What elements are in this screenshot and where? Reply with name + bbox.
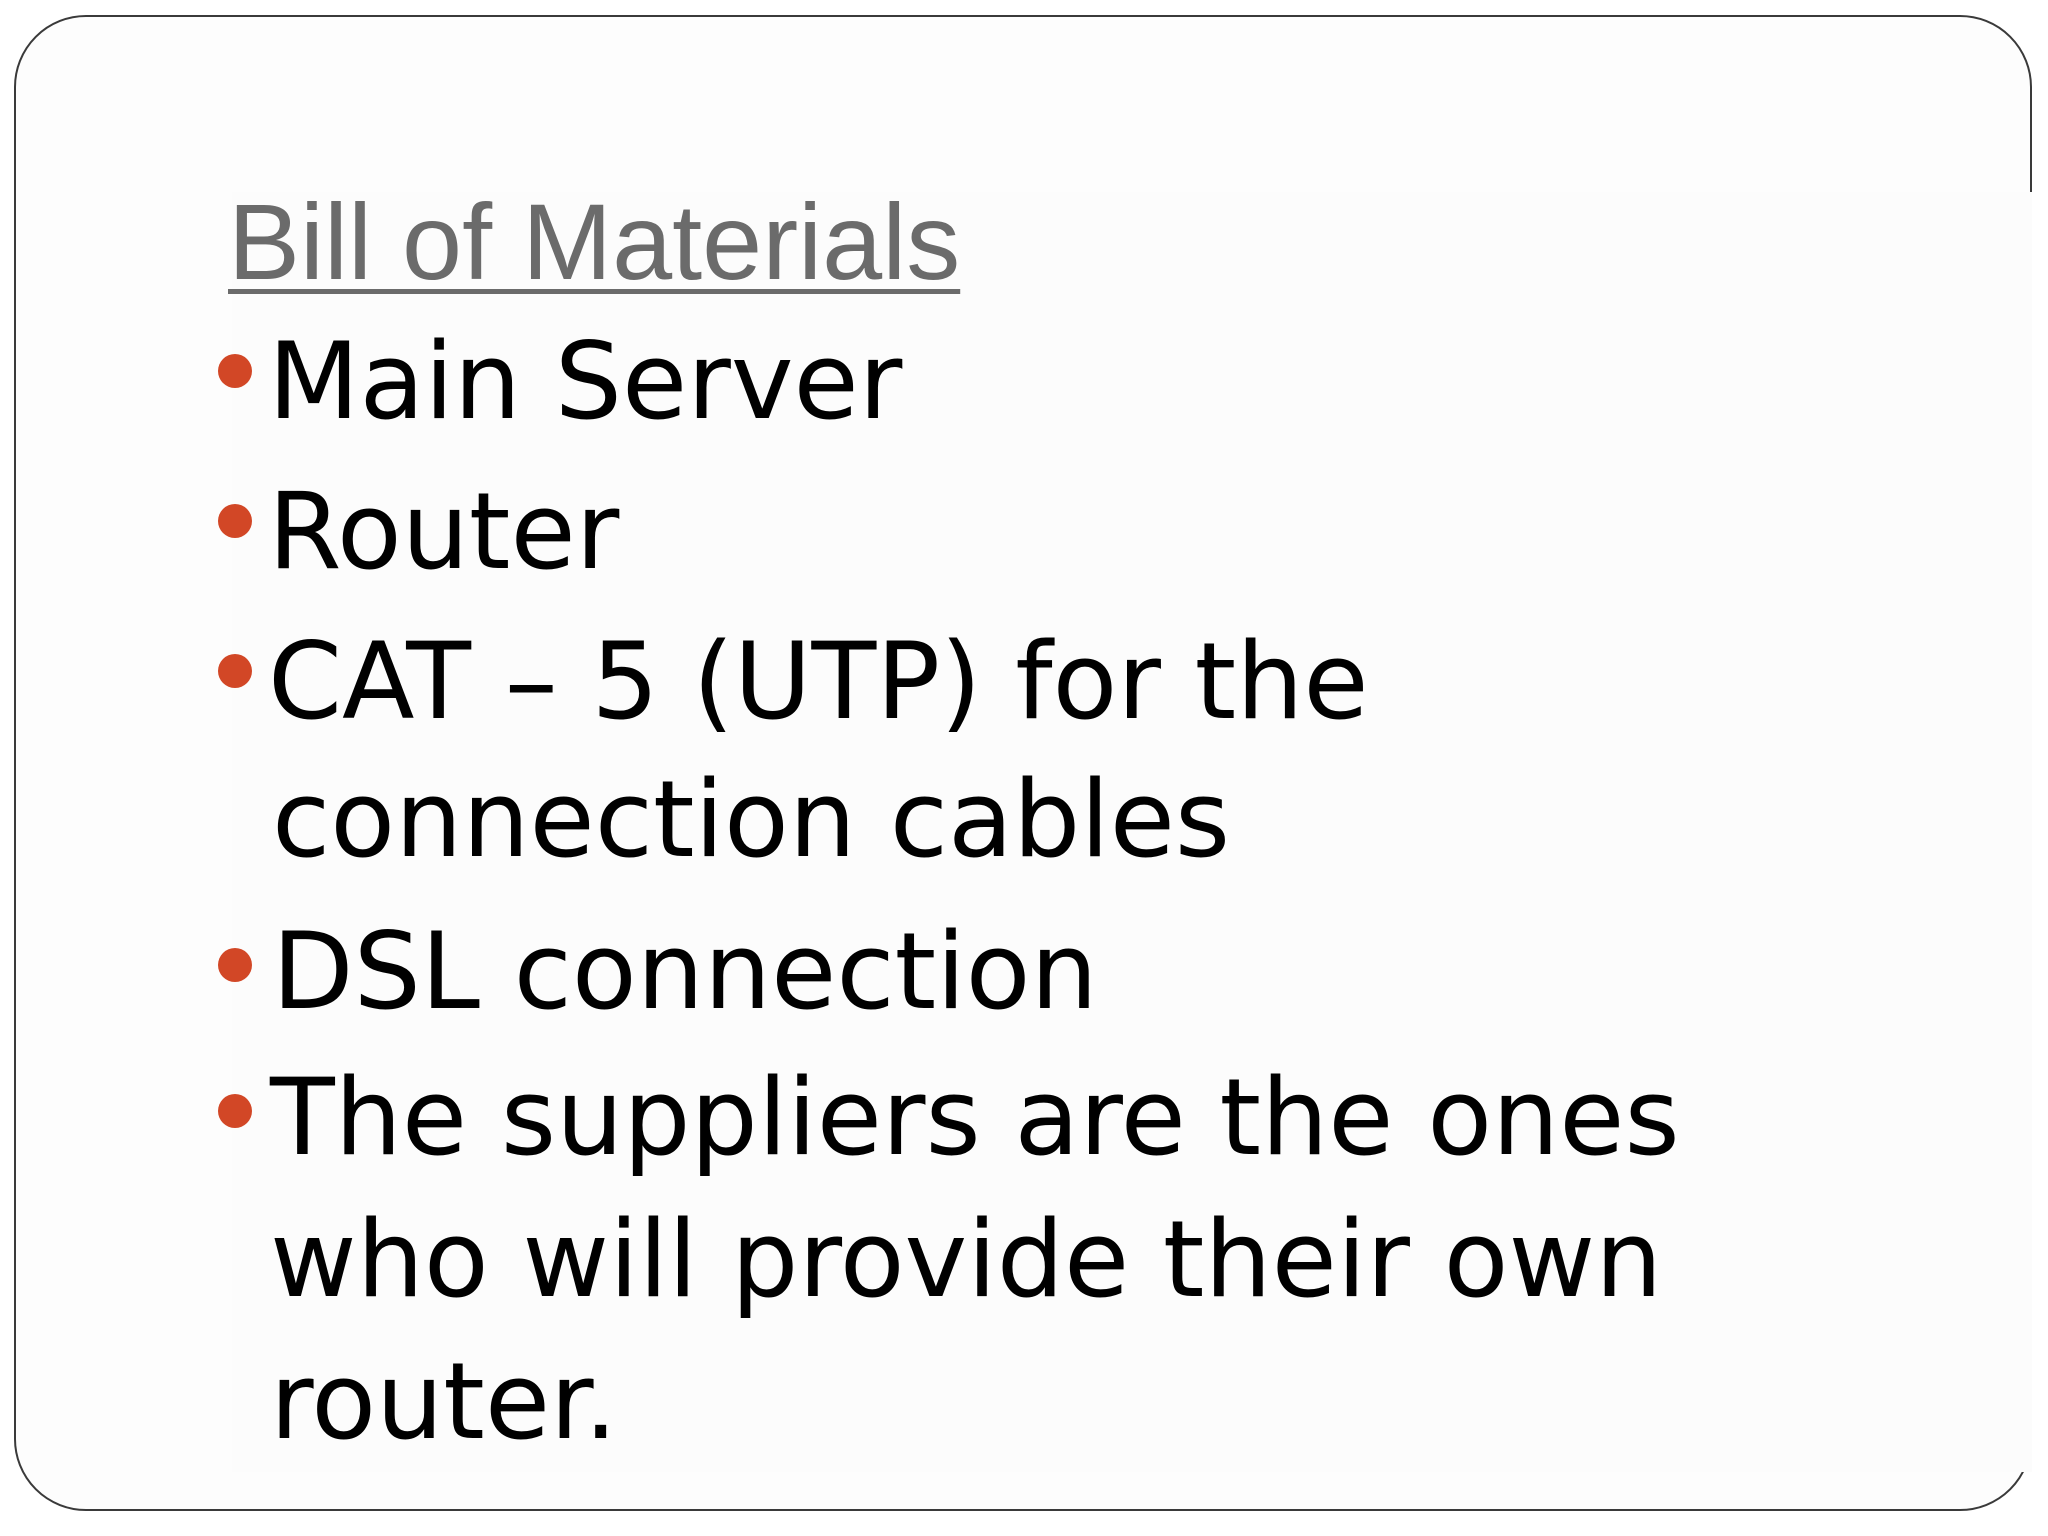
bullet-text: The suppliers are the ones — [270, 1056, 1680, 1179]
bullet-text: Router — [268, 470, 620, 593]
bullet-text: who will provide their own — [270, 1198, 1663, 1321]
bullet-dot — [218, 654, 252, 688]
bullet-text: CAT – 5 (UTP) for the — [268, 620, 1369, 743]
bullet-text: router. — [270, 1340, 618, 1463]
bullet-dot — [218, 1094, 252, 1128]
bullet-text: DSL connection — [272, 910, 1098, 1033]
slide-title: Bill of Materials — [228, 181, 961, 302]
bullet-text: Main Server — [268, 320, 903, 443]
bullet-text: connection cables — [272, 758, 1231, 881]
bullet-dot — [218, 504, 252, 538]
content-panel — [232, 192, 2032, 1472]
bullet-dot — [218, 354, 252, 388]
bullet-dot — [218, 948, 252, 982]
